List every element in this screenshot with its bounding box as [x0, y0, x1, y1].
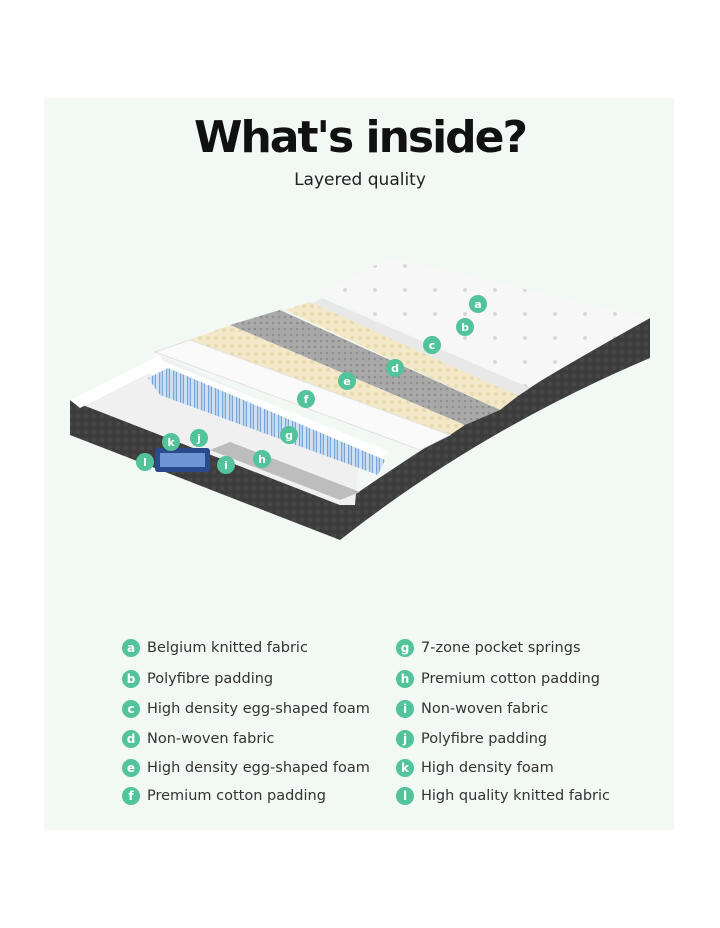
legend-text-c: High density egg-shaped foam [147, 701, 370, 717]
layer-marker-i: i [217, 456, 235, 474]
legend-item-h: h Premium cotton padding [396, 667, 600, 691]
legend-item-i: i Non-woven fabric [396, 697, 548, 721]
page-title: What's inside? [193, 112, 528, 163]
legend-text-f: Premium cotton padding [147, 788, 326, 804]
legend-badge-b: b [122, 670, 140, 688]
legend-badge-j: j [396, 730, 414, 748]
legend-badge-a: a [122, 639, 140, 657]
legend-text-j: Polyfibre padding [421, 731, 548, 747]
legend-text-l: High quality knitted fabric [421, 788, 611, 804]
legend-badge-f: f [122, 787, 140, 805]
layer-marker-a: a [469, 295, 487, 313]
polyfibre-padding-layer [310, 298, 530, 396]
layer-marker-b: b [456, 318, 474, 336]
legend-item-g: g 7-zone pocket springs [396, 636, 581, 660]
legend-badge-c: c [122, 700, 140, 718]
legend-text-i: Non-woven fabric [421, 701, 549, 717]
legend-item-k: k High density foam [396, 756, 554, 780]
svg-text:k: k [167, 436, 175, 449]
egg-foam-layer-upper [285, 302, 518, 410]
front-foam-strip [210, 442, 360, 500]
svg-text:b: b [461, 321, 469, 334]
svg-text:j: j [196, 432, 201, 445]
non-woven-layer-upper [230, 310, 500, 425]
legend-item-b: b Polyfibre padding [122, 667, 273, 691]
legend-badge-l: l [396, 787, 414, 805]
legend-text-e: High density egg-shaped foam [147, 760, 370, 776]
layer-marker-l: l [136, 453, 154, 471]
layer-marker-c: c [423, 336, 441, 354]
svg-text:f: f [304, 393, 309, 406]
svg-text:i: i [224, 459, 228, 472]
legend-item-e: e High density egg-shaped foam [122, 756, 370, 780]
layer-marker-g: g [280, 426, 298, 444]
svg-text:g: g [285, 429, 293, 442]
svg-text:e: e [343, 375, 350, 388]
legend-item-j: j Polyfibre padding [396, 727, 547, 751]
legend-item-c: c High density egg-shaped foam [122, 697, 370, 721]
legend-badge-k: k [396, 759, 414, 777]
legend-item-f: f Premium cotton padding [122, 784, 326, 808]
legend-item-a: a Belgium knitted fabric [122, 636, 308, 660]
svg-text:d: d [391, 362, 399, 375]
legend-text-a: Belgium knitted fabric [147, 640, 308, 656]
layer-marker-j: j [190, 429, 208, 447]
mattress-layers-illustration: a b c d e f g h i j k l [70, 258, 650, 540]
layer-marker-d: d [386, 359, 404, 377]
legend-badge-g: g [396, 639, 414, 657]
svg-text:l: l [143, 456, 147, 469]
layer-marker-h: h [253, 450, 271, 468]
legend-text-h: Premium cotton padding [421, 671, 600, 687]
layer-marker-e: e [338, 372, 356, 390]
pocket-springs [140, 360, 390, 475]
legend-item-d: d Non-woven fabric [122, 727, 274, 751]
svg-text:h: h [258, 453, 266, 466]
layer-marker-f: f [297, 390, 315, 408]
egg-foam-layer-lower [190, 325, 465, 435]
legend-text-g: 7-zone pocket springs [421, 640, 581, 656]
legend-badge-d: d [122, 730, 140, 748]
page-subtitle: Layered quality [294, 170, 426, 190]
svg-text:c: c [429, 339, 436, 352]
legend-text-d: Non-woven fabric [147, 731, 275, 747]
legend-text-b: Polyfibre padding [147, 671, 274, 687]
svg-text:a: a [474, 298, 481, 311]
legend-item-l: l High quality knitted fabric [396, 784, 610, 808]
layer-marker-k: k [162, 433, 180, 451]
legend-badge-h: h [396, 670, 414, 688]
knitted-top-fabric [320, 258, 650, 388]
legend-text-k: High density foam [421, 760, 554, 776]
legend-badge-e: e [122, 759, 140, 777]
legend-badge-i: i [396, 700, 414, 718]
